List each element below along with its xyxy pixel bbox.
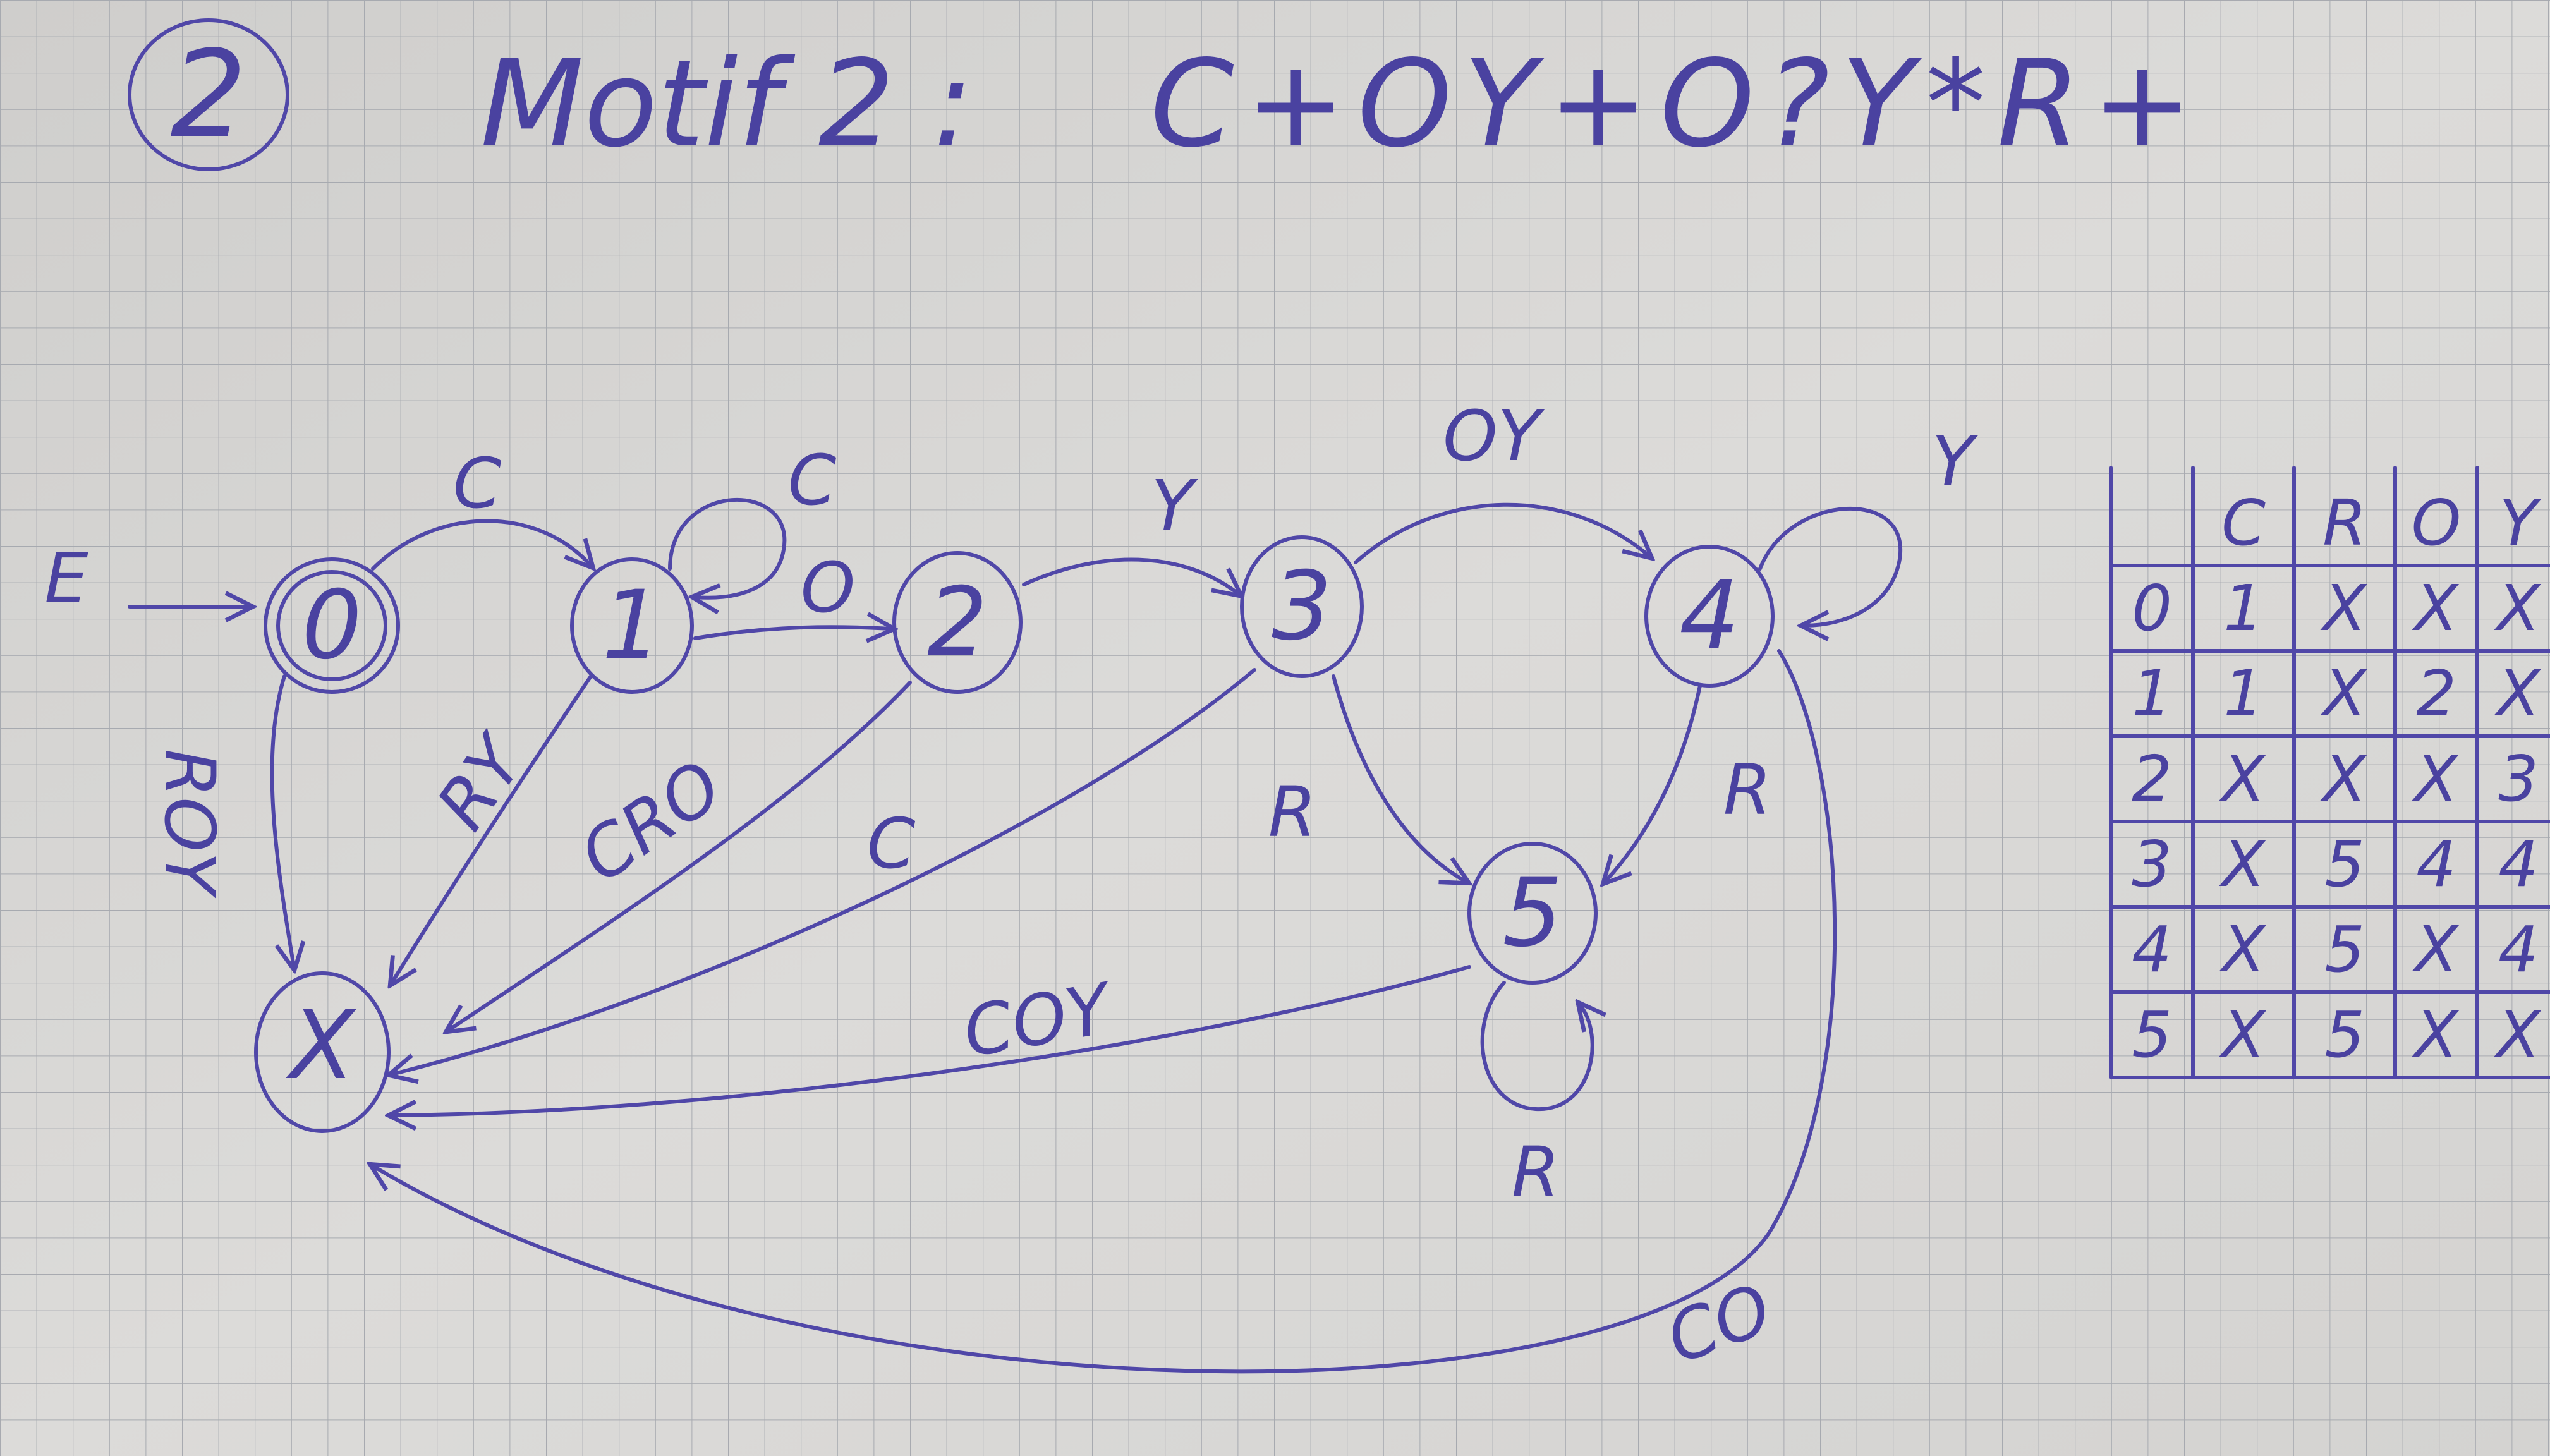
state-x-label: X [286,991,357,1101]
table-cell: 1 [2132,657,2172,731]
transition-1-1-loop: C [668,440,837,598]
state-1: 1 [570,557,694,694]
state-3-label: 3 [1272,552,1332,662]
svg-text:Y: Y [1151,465,1198,546]
table-cell: X [2494,657,2542,731]
state-0-label: 0 [301,571,361,681]
state-4-label: 4 [1679,561,1739,671]
table-cell: X [2219,998,2267,1072]
svg-text:C: C [788,440,837,521]
table-cell: X [2320,571,2368,645]
transition-3-5: R [1268,674,1466,882]
start-label: E [44,538,88,619]
transition-3-x: C [392,668,1256,1074]
table-header-cell: C [2221,486,2266,560]
state-2-label: 2 [927,567,987,677]
table-cell: 1 [2223,657,2264,731]
table-cell: 4 [2498,827,2539,901]
table-cell: X [2412,571,2460,645]
transition-5-5-loop: R [1480,981,1593,1213]
state-0: 0 [264,557,400,694]
table-cell: X [2320,742,2368,816]
transition-5-x: COY [392,965,1471,1115]
transition-4-4-loop: Y [1758,421,1979,626]
table-cell: 4 [2498,913,2539,986]
exercise-number: 2 [171,25,247,164]
transition-0-1: C [371,443,591,569]
table-cell: X [2412,742,2460,816]
state-5-label: 5 [1502,858,1562,968]
table-header-cell: R [2322,486,2366,560]
table-cell: 3 [2132,827,2172,901]
exercise-number-circle [128,18,289,171]
table-cell: 0 [2132,571,2172,645]
table-header-cell: Y [2499,486,2542,560]
table-cell: 5 [2324,998,2365,1072]
transition-2-3: Y [1022,465,1239,594]
table-header-cell: O [2412,486,2462,560]
table-cell: 2 [2132,742,2172,816]
table-cell: X [2494,571,2542,645]
table-cell: X [2412,913,2460,986]
transition-0-x: ROY [149,674,294,967]
table-cell: 5 [2324,827,2365,901]
table-cell: X [2219,742,2267,816]
table-cell: 4 [2416,827,2456,901]
table-cell: 5 [2132,998,2172,1072]
table-cell: 2 [2416,657,2456,731]
table-cell: X [2219,827,2267,901]
svg-text:Y: Y [1931,421,1979,502]
state-4: 4 [1644,545,1775,688]
table-cell: X [2320,657,2368,731]
motif-pattern: C+OY+O?Y*R+ [1150,34,2204,174]
table-cell: 5 [2324,913,2365,986]
table-cell: X [2412,998,2460,1072]
transition-1-2: O [693,547,891,638]
state-5: 5 [1467,842,1598,985]
table-cell: 1 [2223,571,2264,645]
transition-4-5: R [1605,684,1771,882]
svg-text:R: R [1723,749,1771,830]
svg-text:C: C [867,803,916,884]
table-cell: X [2219,913,2267,986]
table-cell: X [2494,998,2542,1072]
table-cell: 4 [2132,913,2172,986]
svg-text:R: R [1512,1132,1560,1213]
state-1-label: 1 [602,571,662,681]
transition-3-4: OY [1354,396,1649,564]
svg-text:O: O [801,547,856,628]
table-cell: 3 [2498,742,2539,816]
state-3: 3 [1240,535,1364,678]
motif-title: Motif 2 : [480,34,973,174]
svg-text:ROY: ROY [149,749,230,899]
svg-text:R: R [1268,772,1316,852]
state-x: X [254,971,391,1133]
header: 2 Motif 2 : C+OY+O?Y*R+ [128,18,2204,174]
svg-text:OY: OY [1443,396,1545,476]
svg-text:C: C [453,443,502,524]
